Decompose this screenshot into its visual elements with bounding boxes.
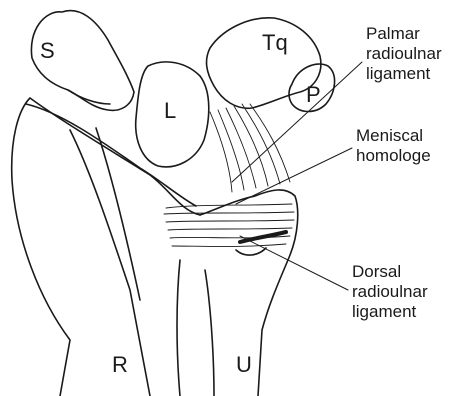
ulna-head: [236, 248, 266, 255]
scaphoid-label: S: [40, 40, 55, 62]
callout-line: Palmar: [366, 24, 442, 44]
meniscal-homologe-callout: Meniscal homologe: [356, 126, 431, 166]
ligament-fibers: [164, 104, 294, 247]
callout-line: radioulnar: [352, 282, 428, 302]
palmar-ligament-callout: Palmar radioulnar ligament: [366, 24, 442, 84]
leader-lines: [232, 62, 362, 290]
callout-line: Dorsal: [352, 262, 428, 282]
radius-outline: [12, 98, 200, 396]
triquetrum-label: Tq: [262, 32, 288, 54]
callout-line: radioulnar: [366, 44, 442, 64]
callout-line: ligament: [366, 64, 442, 84]
callout-line: homologe: [356, 146, 431, 166]
lunate-label: L: [164, 100, 176, 122]
pisiform-label: P: [306, 84, 321, 106]
callout-line: ligament: [352, 302, 428, 322]
dorsal-ligament-callout: Dorsal radioulnar ligament: [352, 262, 428, 322]
scaphoid-contour: [68, 90, 110, 104]
radius-label: R: [112, 354, 128, 376]
ulna-label: U: [236, 354, 252, 376]
callout-line: Meniscal: [356, 126, 431, 146]
